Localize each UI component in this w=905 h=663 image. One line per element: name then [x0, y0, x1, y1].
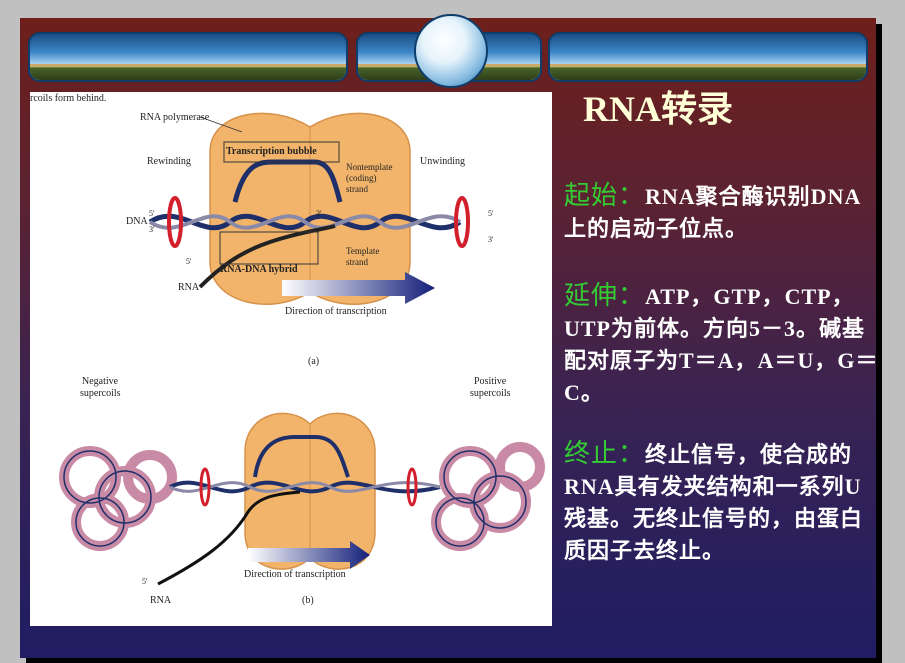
transcription-diagram: rcoils form behind. RNA polymerase Tr: [30, 93, 545, 606]
label-right-3prime: 3': [488, 235, 494, 244]
label-nontemplate-3: strand: [346, 184, 368, 194]
bubble-b: [253, 435, 350, 478]
label-nontemplate-2: (coding): [346, 173, 377, 183]
label-dna-5prime: 5': [149, 209, 155, 218]
bubble-bracket: [223, 141, 340, 163]
banner-left: [28, 32, 348, 82]
dna-duplex-b-2: [169, 481, 441, 493]
label-positive-2: supercoils: [470, 388, 511, 399]
rna-strand-b: [157, 490, 301, 586]
direction-arrow-b-icon: [248, 541, 370, 569]
label-direction-b: Direction of transcription: [244, 569, 346, 580]
label-rna-5prime: 5': [186, 257, 192, 266]
label-unwinding: Unwinding: [420, 156, 465, 167]
section-termination-text: 终止信号，使合成的RNA具有发夹结构和一系列U残基。无终止信号的，由蛋白质因子去…: [564, 442, 864, 563]
rewinding-arrow-icon: [167, 196, 183, 248]
label-rna-polymerase: RNA polymerase: [140, 112, 210, 123]
section-elongation-text: ATP，GTP，CTP，UTP为前体。方向5－3。碱基配对原子为T＝A，A＝U，…: [564, 284, 879, 405]
direction-arrow-a-icon: [282, 272, 435, 304]
caption-top: rcoils form behind.: [30, 93, 106, 104]
label-nontemplate-1: Nontemplate: [346, 162, 393, 172]
label-rewinding: Rewinding: [147, 156, 191, 167]
negative-supercoils-outline: [63, 450, 152, 547]
section-initiation-text: RNA聚合酶识别DNA上的启动子位点。: [564, 184, 862, 241]
label-direction-a: Direction of transcription: [285, 306, 387, 317]
label-panel-a: (a): [308, 356, 319, 367]
label-right-5prime: 5': [488, 209, 494, 218]
negative-supercoils: [59, 446, 177, 551]
label-transcription-bubble: Transcription bubble: [226, 146, 317, 157]
leader-line: [199, 116, 243, 133]
section-elongation: 延伸：ATP，GTP，CTP，UTP为前体。方向5－3。碱基配对原子为T＝A，A…: [564, 280, 880, 409]
section-initiation: 起始：RNA聚合酶识别DNA上的启动子位点。: [564, 180, 880, 245]
banner-right: [548, 32, 868, 82]
label-negative-2: supercoils: [80, 388, 121, 399]
section-termination: 终止：终止信号，使合成的RNA具有发夹结构和一系列U残基。无终止信号的，由蛋白质…: [564, 438, 880, 567]
label-dna-3prime: 3': [149, 225, 155, 234]
label-negative-1: Negative: [82, 376, 119, 387]
globe-icon: [414, 14, 488, 88]
hybrid-bracket: [219, 231, 319, 265]
label-positive-1: Positive: [474, 376, 507, 387]
dna-strand-2: [148, 214, 462, 230]
section-elongation-label: 延伸：: [564, 281, 646, 310]
label-rna: RNA: [178, 282, 200, 293]
banner-hills: [30, 67, 346, 80]
left-clamp-icon: [199, 467, 211, 507]
label-hybrid: RNA-DNA hybrid: [220, 264, 298, 275]
banner-hills: [550, 67, 866, 80]
section-termination-label: 终止：: [564, 439, 646, 468]
rna-strand: [198, 224, 336, 289]
slide: rcoils form behind. RNA polymerase Tr: [20, 14, 877, 658]
label-nontemplate-3prime: 3': [316, 209, 322, 218]
right-clamp-icon: [406, 467, 418, 507]
positive-supercoils-outline: [435, 450, 527, 547]
label-rna-b-5prime: 5': [142, 577, 148, 586]
unwinding-arrow-icon: [454, 196, 470, 248]
slide-title: RNA转录: [583, 89, 733, 129]
label-panel-b: (b): [302, 595, 314, 606]
label-dna: DNA: [126, 216, 148, 227]
section-initiation-label: 起始：: [564, 181, 646, 210]
label-template-1: Template: [346, 246, 379, 256]
label-rna-b: RNA: [150, 595, 172, 606]
transcription-figure: rcoils form behind. RNA polymerase Tr: [30, 92, 552, 626]
label-template-2: strand: [346, 257, 368, 267]
